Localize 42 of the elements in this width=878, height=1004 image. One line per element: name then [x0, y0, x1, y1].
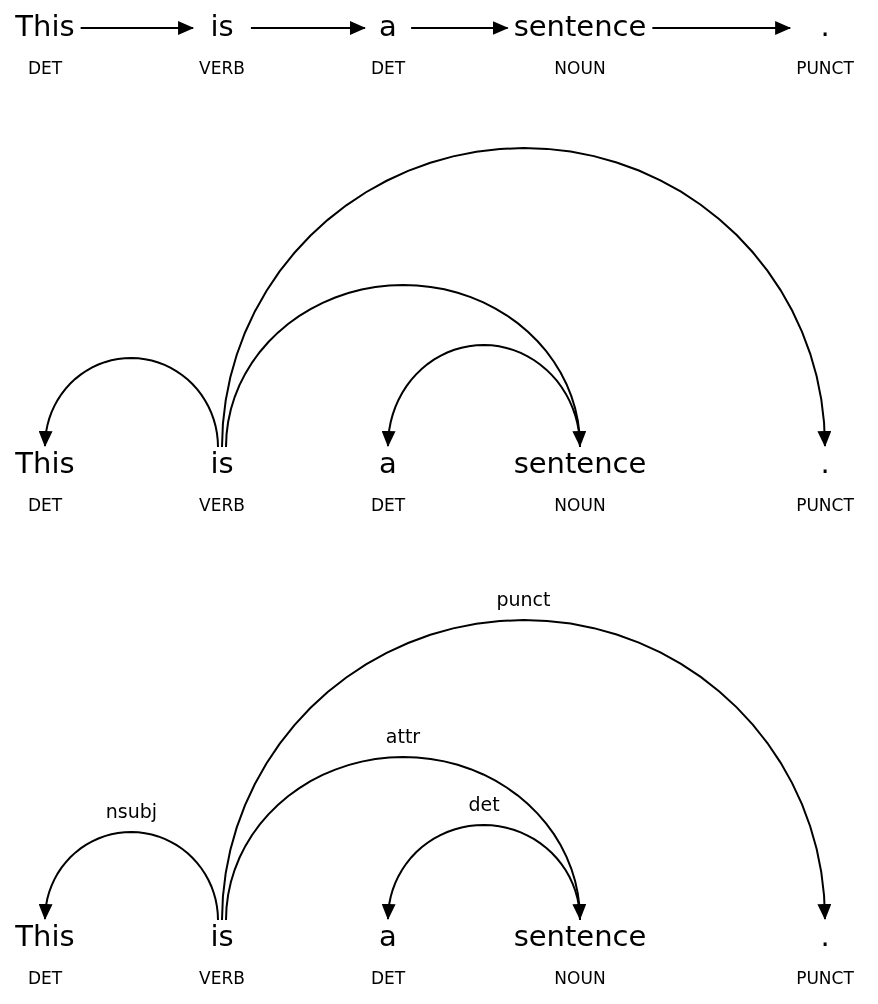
pos-tag: PUNCT [796, 968, 854, 988]
word-text: a [378, 447, 398, 479]
arrow [651, 21, 792, 35]
word-text: a [378, 10, 398, 42]
arc-arrow [221, 619, 832, 921]
arc-arrow [225, 756, 587, 921]
pos-tag: NOUN [513, 58, 647, 78]
word-text: sentence [513, 447, 647, 479]
word-text: is [209, 10, 235, 42]
word-text: This [15, 10, 75, 42]
pos-tag: NOUN [513, 968, 647, 988]
pos-tag: DET [15, 968, 75, 988]
arc-arrow [38, 357, 219, 448]
arrow [410, 21, 509, 35]
pos-tag: DET [370, 968, 406, 988]
word-text: . [819, 10, 831, 42]
word-text: is [209, 920, 235, 952]
arc-arrow [381, 344, 581, 448]
pos-tag: DET [370, 58, 406, 78]
pos-tag: DET [370, 495, 406, 515]
pos-tag: VERB [199, 58, 245, 78]
word-text: . [819, 920, 831, 952]
arc-arrow [225, 284, 587, 448]
pos-tag: PUNCT [796, 58, 854, 78]
arrow [79, 21, 195, 35]
arc-arrow [381, 824, 581, 921]
word-text: This [15, 447, 75, 479]
arc-arrow [38, 831, 219, 921]
word-text: This [15, 920, 75, 952]
word-text: sentence [513, 920, 647, 952]
arc-arrow [221, 147, 832, 448]
pos-tag: PUNCT [796, 495, 854, 515]
pos-tag: DET [15, 495, 75, 515]
word-text: sentence [513, 10, 647, 42]
pos-tag: VERB [199, 495, 245, 515]
pos-tag: NOUN [513, 495, 647, 515]
word-text: is [209, 447, 235, 479]
word-text: a [378, 920, 398, 952]
word-text: . [819, 447, 831, 479]
pos-tag: VERB [199, 968, 245, 988]
pos-tag: DET [15, 58, 75, 78]
arrow [249, 21, 366, 35]
